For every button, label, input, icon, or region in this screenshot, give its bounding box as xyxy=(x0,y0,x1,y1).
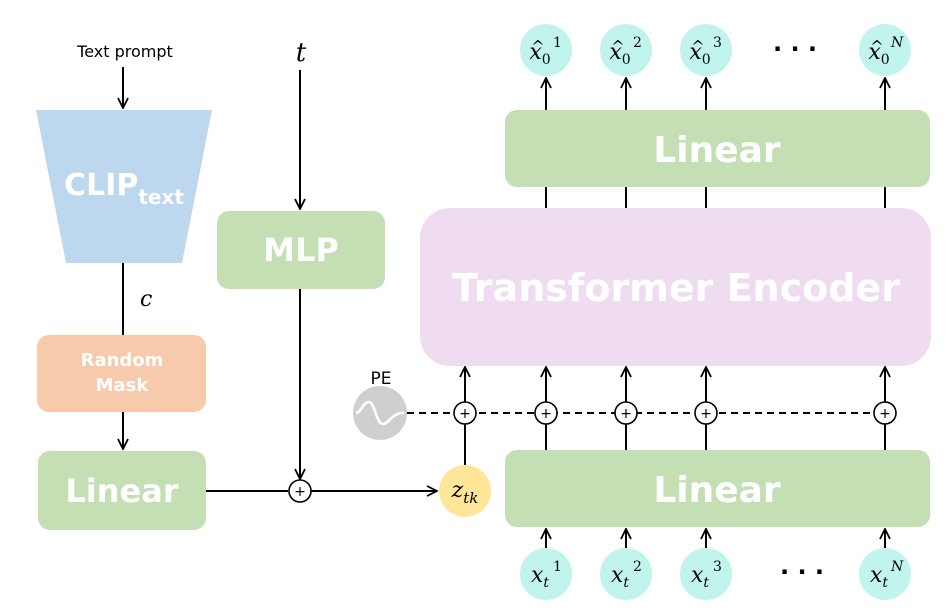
ellipsis-inputs: · · · xyxy=(780,558,824,586)
output-token-3-hat: ^ xyxy=(691,37,704,56)
token-column-3: xt 3 + x0 ^ 3 xyxy=(680,24,732,600)
clip-sub-label: text xyxy=(138,185,184,209)
transformer-encoder-label: Transformer Encoder xyxy=(452,266,900,310)
input-token-n-sup: N xyxy=(890,559,904,575)
z-token-label: ztk xyxy=(451,478,479,507)
output-token-2 xyxy=(600,24,652,76)
z-token-sub: tk xyxy=(463,489,478,507)
output-token-2-hat: ^ xyxy=(611,37,624,56)
linear-top-box xyxy=(505,110,930,187)
input-token-3 xyxy=(680,548,732,600)
input-3-base: x xyxy=(691,563,704,588)
c-label: c xyxy=(140,287,152,312)
output-token-1-label: x0 xyxy=(529,40,550,68)
input-2-base: x xyxy=(611,563,624,588)
linear-bottom-box xyxy=(505,450,930,527)
z-token-circle xyxy=(439,465,491,517)
plus-symbol-n: + xyxy=(879,406,891,422)
z-token-base: z xyxy=(451,478,464,503)
output-token-n-sup: N xyxy=(890,35,904,51)
output-token-3 xyxy=(680,24,732,76)
token-column-1: xt 1 + x0 ^ 1 xyxy=(520,24,572,600)
input-1-sub: t xyxy=(543,575,549,591)
plus-symbol-1: + xyxy=(540,406,552,422)
output-token-2-sup: 2 xyxy=(633,35,642,51)
input-token-2-sup: 2 xyxy=(633,559,642,575)
ellipsis-outputs: · · · xyxy=(773,35,817,63)
plus-symbol-3: + xyxy=(700,406,712,422)
output-token-n xyxy=(859,24,911,76)
pe-label: PE xyxy=(371,369,392,389)
output-n-base: x xyxy=(868,40,881,65)
input-n-sub: t xyxy=(882,575,888,591)
clip-text-label: CLIPtext xyxy=(64,168,184,209)
input-token-n xyxy=(859,548,911,600)
output-token-3-sup: 3 xyxy=(713,35,722,51)
output-2-base: x xyxy=(609,40,622,65)
linear-bottom-label: Linear xyxy=(653,470,781,511)
output-token-n-label: x0 xyxy=(868,40,889,68)
input-token-2-label: xt xyxy=(611,563,629,591)
random-mask-box xyxy=(37,335,206,412)
input-token-2 xyxy=(600,548,652,600)
input-token-1-label: xt xyxy=(531,563,549,591)
linear-top-label: Linear xyxy=(653,130,781,171)
linear-left-box xyxy=(38,451,206,530)
clip-main-label: CLIP xyxy=(64,168,138,203)
token-column-n: xt N + x0 ^ N xyxy=(859,24,911,600)
transformer-encoder-box xyxy=(420,208,931,366)
input-token-n-label: xt xyxy=(870,563,888,591)
t-label: t xyxy=(296,38,307,68)
input-n-base: x xyxy=(870,563,883,588)
output-3-sub: 0 xyxy=(702,52,711,68)
token-column-2: xt 2 + x0 ^ 2 xyxy=(600,24,652,600)
text-prompt-label: Text prompt xyxy=(76,42,173,61)
input-token-3-sup: 3 xyxy=(713,559,722,575)
input-token-3-label: xt xyxy=(691,563,709,591)
plus-symbol-z: + xyxy=(459,406,471,422)
output-token-1-hat: ^ xyxy=(531,37,544,56)
output-1-base: x xyxy=(529,40,542,65)
output-token-1 xyxy=(520,24,572,76)
output-2-sub: 0 xyxy=(622,52,631,68)
output-token-n-hat: ^ xyxy=(870,37,883,56)
input-3-sub: t xyxy=(703,575,709,591)
input-token-1-sup: 1 xyxy=(553,559,562,575)
random-mask-line2: Mask xyxy=(96,375,150,396)
random-mask-line1: Random xyxy=(81,350,164,371)
output-token-3-label: x0 xyxy=(689,40,710,68)
output-1-sub: 0 xyxy=(542,52,551,68)
plus-symbol-condition: + xyxy=(294,484,306,500)
output-3-base: x xyxy=(689,40,702,65)
clip-text-encoder xyxy=(36,110,212,263)
pe-wave-curve xyxy=(355,400,405,426)
output-n-sub: 0 xyxy=(881,52,890,68)
output-token-2-label: x0 xyxy=(609,40,630,68)
mlp-box xyxy=(217,211,385,289)
output-token-1-sup: 1 xyxy=(553,35,562,51)
input-1-base: x xyxy=(531,563,544,588)
input-2-sub: t xyxy=(623,575,629,591)
linear-left-label: Linear xyxy=(65,472,178,510)
plus-symbol-2: + xyxy=(620,406,632,422)
pe-wave-icon xyxy=(353,386,407,440)
mlp-label: MLP xyxy=(263,231,339,269)
input-token-1 xyxy=(520,548,572,600)
